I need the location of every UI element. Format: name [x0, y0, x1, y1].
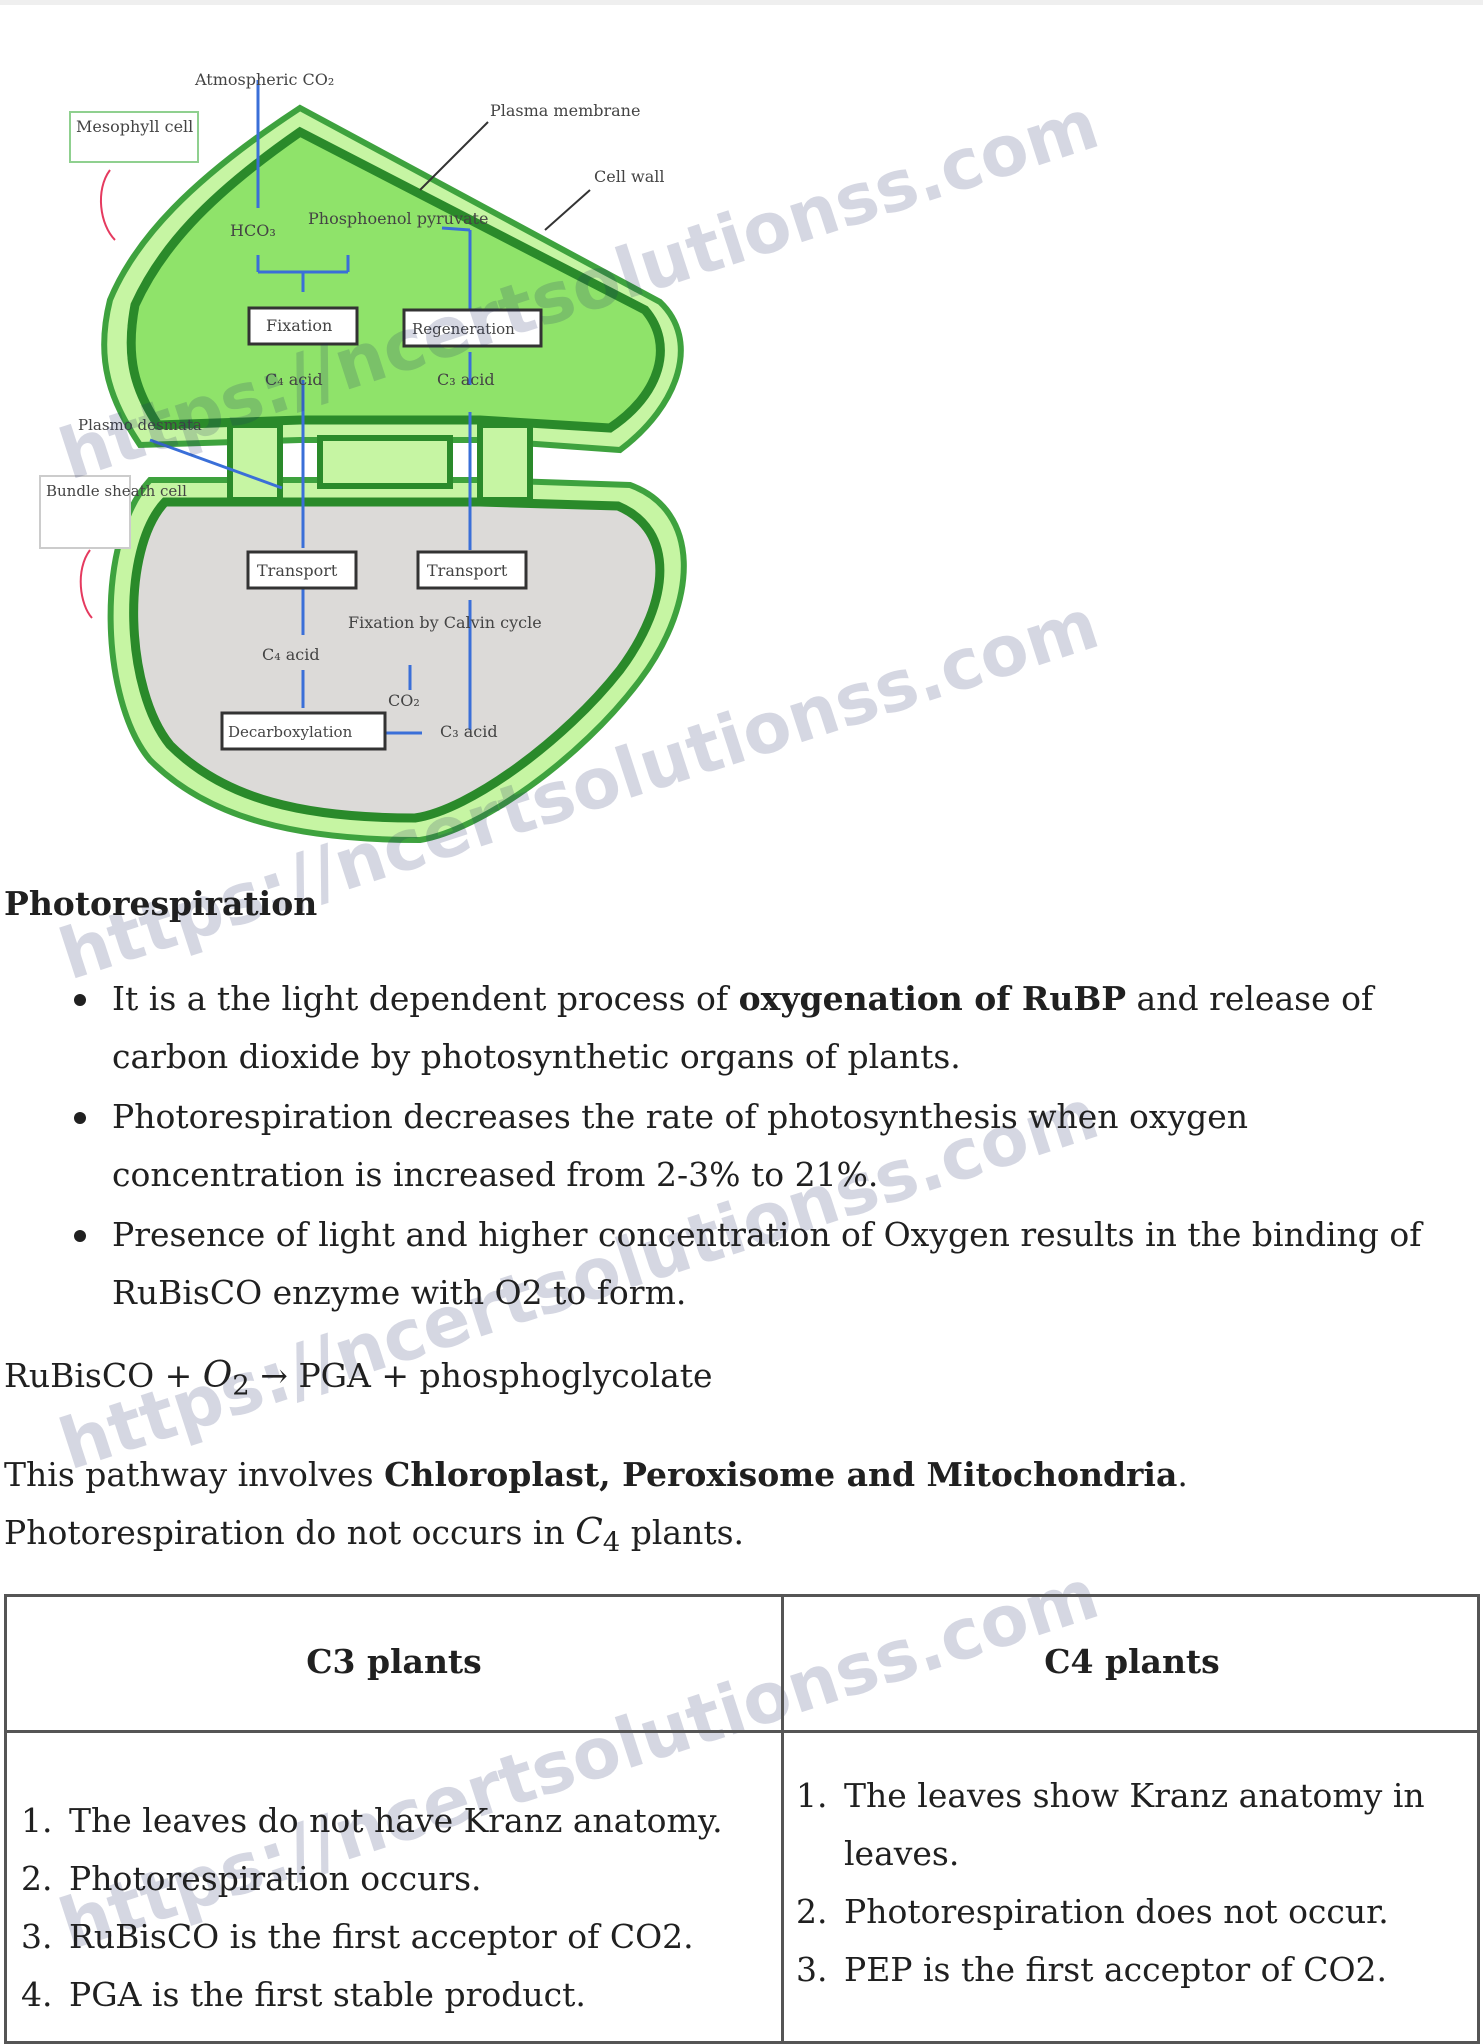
- label-plasma-membrane: Plasma membrane: [490, 101, 640, 120]
- table-header-c3: C3 plants: [306, 1642, 482, 1681]
- label-transport-left: Transport: [257, 561, 338, 580]
- label-fixation: Fixation: [266, 316, 332, 335]
- label-c4-acid-bottom: C₄ acid: [262, 645, 320, 664]
- list-item: 1.The leaves do not have Kranz anatomy.: [21, 1801, 723, 1840]
- section-heading: Photorespiration: [4, 884, 318, 923]
- list-item: 4.PGA is the first stable product.: [21, 1975, 586, 2014]
- reaction-equation: RuBisCO + O2 → PGA + phosphoglycolate: [4, 1355, 713, 1402]
- label-c3-acid-top: C₃ acid: [437, 370, 495, 389]
- label-transport-right: Transport: [427, 561, 508, 580]
- arrow-icon: →: [260, 1356, 299, 1395]
- pathway-paragraph: This pathway involves Chloroplast, Perox…: [4, 1455, 1188, 1559]
- list-item: 3.RuBisCO is the first acceptor of CO2.: [21, 1917, 694, 1956]
- c3-list: 1.The leaves do not have Kranz anatomy. …: [21, 1792, 761, 2024]
- bullet-item: Photorespiration decreases the rate of p…: [74, 1088, 1480, 1204]
- list-item: 1.The leaves show Kranz anatomy in leave…: [796, 1776, 1425, 1873]
- label-decarboxylation: Decarboxylation: [228, 723, 353, 741]
- label-c3-acid-bottom: C₃ acid: [440, 722, 498, 741]
- list-item: 3.PEP is the first acceptor of CO2.: [796, 1950, 1388, 1989]
- label-cell-wall: Cell wall: [594, 167, 665, 186]
- label-mesophyll-cell: Mesophyll cell: [76, 117, 193, 136]
- comparison-table: C3 plants C4 plants 1.The leaves do not …: [4, 1594, 1480, 2044]
- mesophyll-cytoplasm: [126, 126, 665, 433]
- label-bundle-sheath-cell: Bundle sheath cell: [46, 482, 187, 500]
- table-header-c4: C4 plants: [1044, 1642, 1220, 1681]
- label-co2: CO₂: [388, 691, 420, 710]
- top-divider: [0, 0, 1483, 5]
- label-hco3: HCO₃: [230, 221, 276, 240]
- bullet-list: It is a the light dependent process of o…: [0, 970, 1480, 1324]
- label-pep: Phosphoenol pyruvate: [308, 209, 488, 228]
- c4-list: 1.The leaves show Kranz anatomy in leave…: [796, 1767, 1456, 1999]
- label-regeneration: Regeneration: [412, 320, 515, 338]
- label-atmospheric-co2: Atmospheric CO₂: [194, 70, 334, 89]
- label-fixation-calvin: Fixation by Calvin cycle: [348, 613, 542, 632]
- list-item: 2.Photorespiration does not occur.: [796, 1892, 1389, 1931]
- list-item: 2.Photorespiration occurs.: [21, 1859, 482, 1898]
- bundle-sheath-cytoplasm: [129, 497, 665, 823]
- bullet-item: It is a the light dependent process of o…: [74, 970, 1480, 1086]
- bullet-item: Presence of light and higher concentrati…: [74, 1206, 1480, 1322]
- label-c4-acid-top: C₄ acid: [265, 370, 323, 389]
- label-plasmodesmata: Plasmo desmata: [78, 416, 202, 434]
- c4-pathway-diagram: Atmospheric CO₂ Mesophyll cell Plasma me…: [39, 70, 687, 844]
